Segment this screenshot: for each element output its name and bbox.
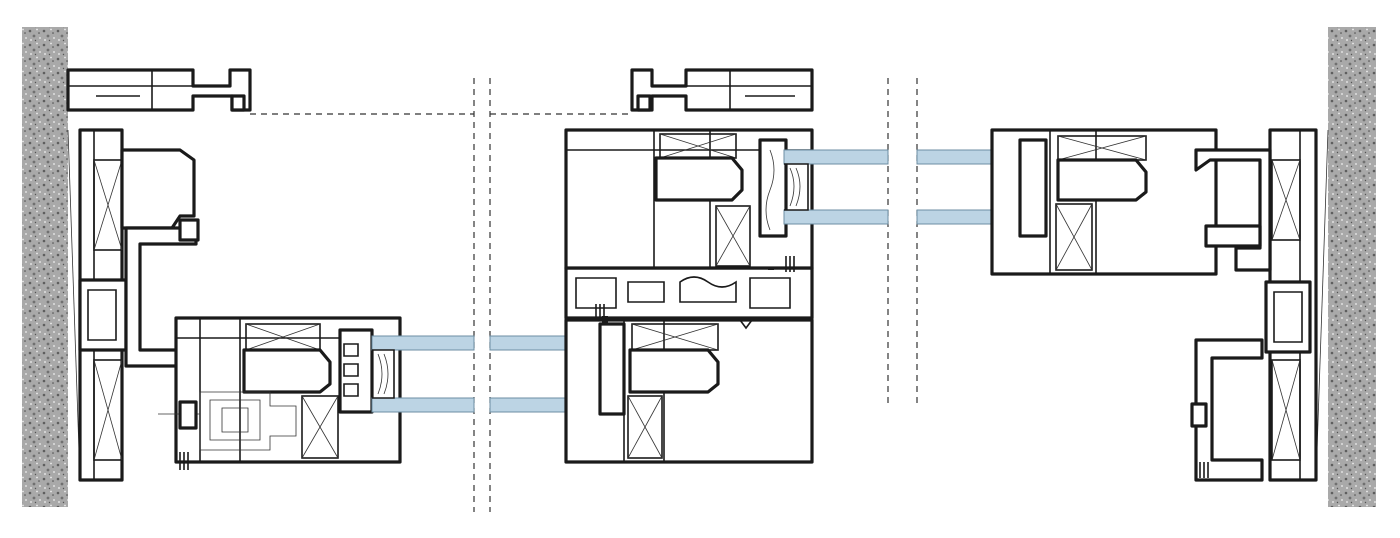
lock-mechanism bbox=[158, 391, 297, 451]
brush-seals bbox=[179, 256, 1209, 478]
left-wall bbox=[22, 27, 68, 507]
center-glass-pane-upper bbox=[783, 149, 889, 225]
left-glass-pane bbox=[371, 335, 475, 413]
top-head-profile-left bbox=[66, 68, 252, 112]
center-upper-sash bbox=[564, 128, 814, 270]
left-sash bbox=[174, 316, 402, 464]
top-head-profile-center bbox=[630, 68, 814, 112]
center-lower-sash bbox=[564, 318, 814, 464]
right-wall bbox=[1328, 27, 1376, 507]
right-sash bbox=[990, 128, 1218, 276]
reference-lines bbox=[250, 78, 918, 512]
right-frame-jamb bbox=[1190, 128, 1318, 482]
left-frame-jamb bbox=[78, 128, 200, 482]
